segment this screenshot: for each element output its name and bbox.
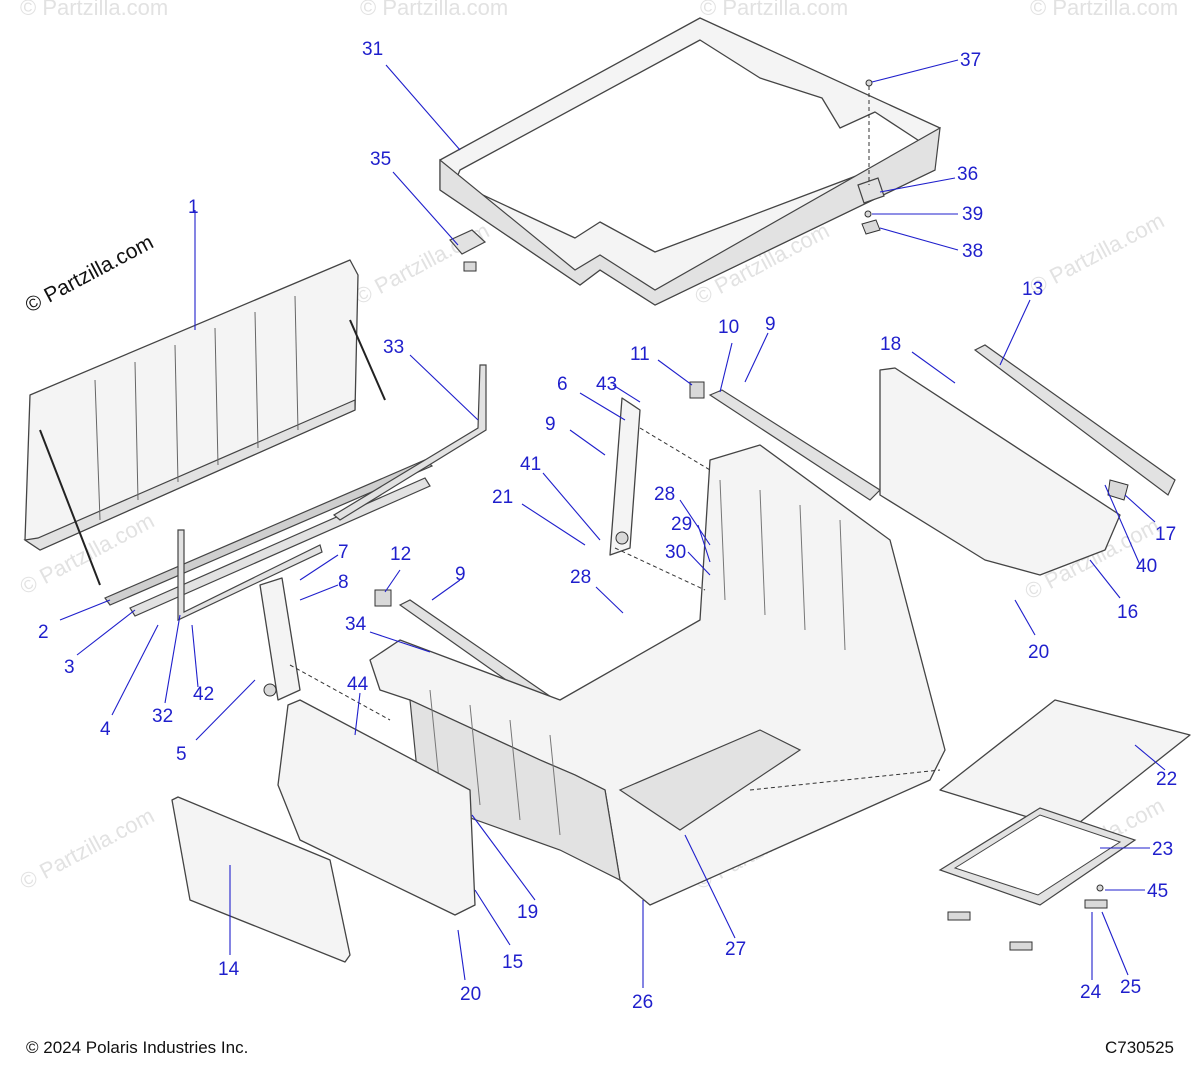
part-2-3-seals: [104, 459, 434, 617]
callout-10: 10: [718, 317, 739, 338]
callout-3: 3: [64, 657, 75, 678]
watermark: © Partzilla.com: [1026, 208, 1169, 300]
callout-38: 38: [962, 241, 983, 262]
callout-36: 36: [957, 164, 978, 185]
callout-23: 23: [1152, 839, 1173, 860]
callout-35: 35: [370, 149, 391, 170]
part-26-cargo-box: [369, 444, 946, 906]
callout-39: 39: [962, 204, 983, 225]
callout-9c: 9: [765, 314, 776, 335]
callout-18: 18: [880, 334, 901, 355]
callout-34: 34: [345, 614, 367, 635]
part-23-seal: [938, 807, 1137, 906]
callout-17: 17: [1155, 524, 1176, 545]
callout-26: 26: [632, 992, 653, 1013]
callout-25: 25: [1120, 977, 1141, 998]
callout-2: 2: [38, 622, 49, 643]
watermark: © Partzilla.com: [16, 803, 159, 895]
part-1-tailgate: [23, 259, 386, 586]
part-12-bracket: [374, 589, 392, 607]
callout-21: 21: [492, 487, 513, 508]
part-17-clip: [1107, 479, 1129, 501]
callout-7: 7: [338, 542, 349, 563]
watermark: © Partzilla.com: [360, 0, 508, 20]
callout-9b: 9: [455, 564, 466, 585]
part-16-right-panel: [879, 367, 1121, 576]
callout-19: 19: [517, 902, 538, 923]
callout-14: 14: [218, 959, 240, 980]
part-11-bracket: [689, 381, 705, 399]
callout-44: 44: [347, 674, 369, 695]
callout-20b: 20: [1028, 642, 1049, 663]
diagram-code: C730525: [1104, 1038, 1174, 1057]
callout-9a: 9: [545, 414, 556, 435]
callout-29: 29: [671, 514, 692, 535]
callout-11: 11: [630, 344, 650, 365]
part-15-left-panel: [277, 699, 476, 916]
part-6-right-post: [609, 397, 641, 556]
callout-5: 5: [176, 744, 187, 765]
callout-20a: 20: [460, 984, 481, 1005]
callout-1: 1: [188, 197, 199, 218]
callout-31: 31: [362, 39, 383, 60]
part-24-25-latches: [947, 884, 1108, 951]
callout-28a: 28: [654, 484, 675, 505]
alignment-lines: [289, 427, 941, 791]
watermark: © Partzilla.com: [700, 0, 848, 20]
callout-27: 27: [725, 939, 746, 960]
watermark: © Partzilla.com: [20, 0, 168, 20]
callout-4: 4: [100, 719, 111, 740]
watermark: © Partzilla.com: [1030, 0, 1178, 20]
callout-13: 13: [1022, 279, 1043, 300]
copyright-text: © 2024 Polaris Industries Inc.: [26, 1038, 249, 1057]
part-14-left-cover: [171, 796, 351, 963]
callout-16: 16: [1117, 602, 1138, 623]
leader-lines: [59, 59, 1166, 988]
callout-30: 30: [665, 542, 686, 563]
callout-22: 22: [1156, 769, 1177, 790]
part-33-trim: [177, 364, 487, 621]
brand-watermark: © Partzilla.com: [22, 231, 158, 318]
callout-8: 8: [338, 572, 349, 593]
callouts: 1 2 3 4 5 6 7 8 9 9 9 10 11 12 13 14 15 …: [38, 39, 1177, 1013]
callout-6: 6: [557, 374, 568, 395]
callout-12: 12: [390, 544, 411, 565]
callout-24: 24: [1080, 982, 1102, 1003]
callout-32: 32: [152, 706, 173, 727]
callout-43: 43: [596, 374, 617, 395]
callout-15: 15: [502, 952, 523, 973]
part-35-clip: [449, 229, 487, 272]
callout-33: 33: [383, 337, 404, 358]
callout-28b: 28: [570, 567, 591, 588]
callout-40: 40: [1136, 556, 1157, 577]
part-31-bed-mat: [439, 17, 941, 306]
callout-45: 45: [1147, 881, 1168, 902]
part-5-left-post: [259, 577, 301, 701]
callout-42: 42: [193, 684, 214, 705]
callout-41: 41: [520, 454, 541, 475]
part-36-latch: [857, 79, 885, 235]
part-13-right-trim: [973, 344, 1176, 496]
callout-37: 37: [960, 50, 981, 71]
